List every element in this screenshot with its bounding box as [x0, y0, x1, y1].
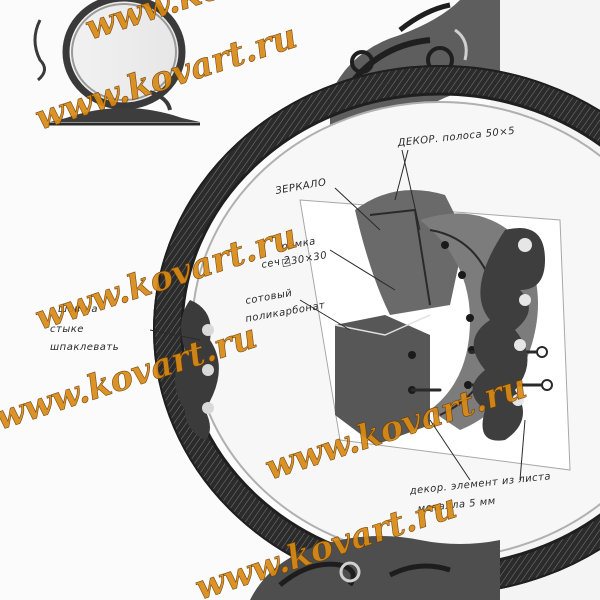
thumbnail-mirror	[33, 0, 200, 126]
left-ornament	[175, 300, 219, 440]
annotation-seam-1: шов на	[58, 304, 98, 315]
annotation-seam-2: стыке	[50, 324, 84, 335]
joint-detail	[299, 190, 571, 471]
bottom-crest	[250, 536, 500, 600]
annotation-seam-3: шпаклевать	[50, 342, 119, 353]
annotation-frame-2: сеч 2	[261, 255, 292, 271]
leader-lines	[149, 149, 526, 481]
